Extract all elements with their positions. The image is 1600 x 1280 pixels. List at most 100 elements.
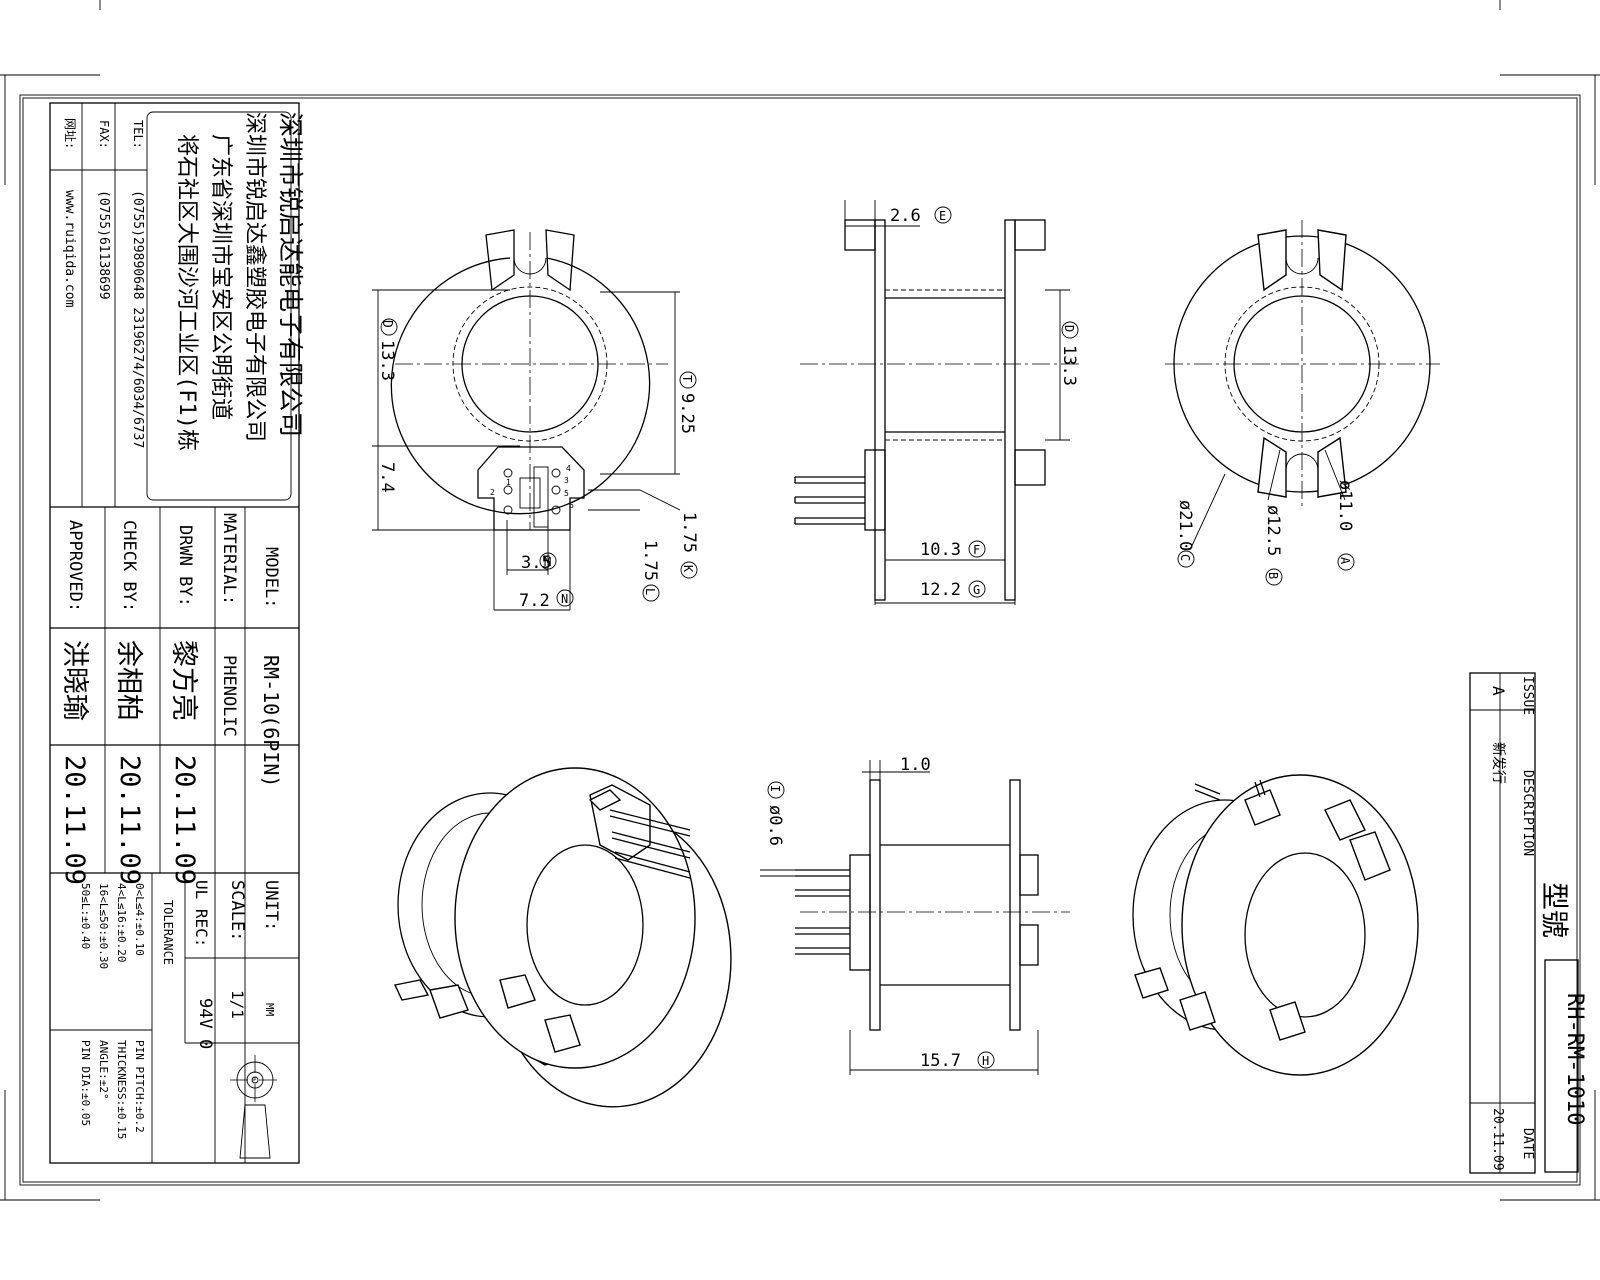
side-view: 2.6 E D 13.3 10.3 F 12.2 G bbox=[794, 200, 1080, 605]
svg-text:1.75: 1.75 bbox=[679, 512, 699, 553]
svg-text:ø12.5: ø12.5 bbox=[1263, 505, 1283, 556]
dim-n-72: 7.2 N bbox=[519, 589, 574, 611]
pin-5: 5 bbox=[564, 489, 569, 498]
svg-text:E: E bbox=[939, 209, 946, 223]
unit-label: UNIT: bbox=[261, 880, 281, 931]
pin-3: 3 bbox=[564, 476, 569, 485]
dim-i-06: I ø0.6 bbox=[765, 781, 785, 846]
material-value: PHENOLIC bbox=[219, 655, 239, 737]
svg-text:G: G bbox=[973, 583, 980, 597]
pin-4: 4 bbox=[566, 464, 571, 473]
tol-4: 50≤L:±0.40 bbox=[79, 883, 92, 949]
drwn-value: 黎方亮 bbox=[168, 640, 199, 721]
material-label: MATERIAL: bbox=[219, 513, 239, 605]
svg-text:13.3: 13.3 bbox=[1059, 345, 1079, 386]
inner-frame bbox=[22, 97, 1578, 1183]
type-label: 型號 bbox=[1538, 882, 1571, 938]
svg-text:N: N bbox=[561, 592, 568, 606]
company-address-1: 广东省深圳市宝安区公明街道 bbox=[208, 134, 233, 420]
desc-value: 新发行 bbox=[1490, 742, 1506, 784]
tel-label: TEL: bbox=[131, 120, 145, 149]
ul-label: UL REC: bbox=[192, 880, 211, 947]
outer-frame bbox=[19, 94, 1581, 1186]
dim-b-125: ø12.5 B bbox=[1263, 505, 1283, 586]
svg-text:1.75: 1.75 bbox=[640, 540, 660, 581]
scale-label: SCALE: bbox=[227, 880, 247, 941]
tol-3: 16<L≤50:±0.30 bbox=[97, 883, 110, 969]
iso-view-right bbox=[1132, 774, 1419, 1076]
svg-text:7.2: 7.2 bbox=[519, 591, 550, 611]
dim-h-157: 15.7 H bbox=[920, 1051, 995, 1071]
tol2-1: PIN PITCH:±0.2 bbox=[133, 1040, 146, 1133]
drwn-date: 20.11.09 bbox=[169, 755, 200, 885]
approved-value: 洪晓瑜 bbox=[59, 640, 90, 721]
projection-symbol bbox=[230, 1055, 280, 1159]
dim-d-side: D 13.3 bbox=[1059, 321, 1079, 386]
tol2-4: PIN DIA:±0.05 bbox=[79, 1040, 92, 1126]
web-label: 网址: bbox=[63, 118, 77, 149]
svg-text:L: L bbox=[643, 588, 657, 595]
company-name-2: 深圳市锐启达鑫塑胶电子有限公司 bbox=[242, 112, 267, 442]
web-value: www.ruiqida.com bbox=[62, 190, 77, 308]
iso-view-left bbox=[393, 767, 732, 1108]
fax-value: (0755)61138699 bbox=[96, 190, 111, 300]
revision-block: ISSUE A DESCRIPTION 新发行 DATE 20.11.09 型號… bbox=[1469, 672, 1587, 1174]
dim-1-0: 1.0 bbox=[900, 755, 931, 775]
svg-text:D: D bbox=[379, 320, 394, 328]
check-value: 余相柏 bbox=[113, 640, 144, 721]
dim-7-4: 7.4 bbox=[377, 462, 397, 493]
svg-text:13.3: 13.3 bbox=[377, 340, 397, 381]
dim-t-925: T 9.25 bbox=[677, 371, 697, 434]
issue-value: A bbox=[1489, 686, 1508, 696]
dim-l-175: 1.75 L bbox=[640, 540, 660, 602]
model-label: MODEL: bbox=[261, 547, 281, 608]
svg-text:H: H bbox=[982, 1054, 989, 1068]
bottom-view: 1.0 I ø0.6 15.7 H bbox=[760, 755, 1070, 1075]
front-view: 1 2 3 4 5 6 D 13.3 7.4 T 9.25 bbox=[372, 229, 699, 611]
tol2-2: THICKNESS:±0.15 bbox=[115, 1040, 128, 1139]
approved-date: 20.11.09 bbox=[59, 755, 90, 885]
company-box bbox=[146, 111, 292, 501]
svg-text:ø0.6: ø0.6 bbox=[765, 805, 785, 846]
scale-value: 1/1 bbox=[228, 990, 247, 1019]
tol-1: 0<L≤4:±0.10 bbox=[133, 883, 146, 956]
svg-text:M: M bbox=[544, 555, 551, 569]
approved-label: APPROVED: bbox=[65, 520, 85, 612]
pin-6: 6 bbox=[569, 501, 574, 510]
dim-e-26: 2.6 E bbox=[890, 206, 952, 226]
dim-m-35: 3.5 M bbox=[521, 552, 557, 573]
tol2-3: ANGLE:±2° bbox=[97, 1040, 110, 1100]
check-label: CHECK BY: bbox=[119, 520, 139, 612]
svg-text:A: A bbox=[1338, 557, 1352, 565]
dim-d-front: D 13.3 bbox=[377, 318, 398, 381]
title-block: 深圳市锐启达能电子有限公司 深圳市锐启达鑫塑胶电子有限公司 广东省深圳市宝安区公… bbox=[49, 102, 305, 1164]
part-number: RH-RM-1010 bbox=[1562, 993, 1587, 1125]
check-date: 20.11.09 bbox=[114, 755, 145, 885]
svg-text:B: B bbox=[1266, 572, 1280, 579]
fax-label: FAX: bbox=[97, 120, 111, 149]
svg-text:12.2: 12.2 bbox=[920, 580, 961, 600]
svg-text:I: I bbox=[768, 785, 782, 792]
tolerance-label: TOLERANCE bbox=[161, 900, 175, 965]
tel-value: (0755)29890648 23196274/6034/6737 bbox=[130, 190, 145, 448]
pin-1: 1 bbox=[506, 478, 511, 487]
date-value: 20.11.09 bbox=[1490, 1108, 1505, 1171]
company-name: 深圳市锐启达能电子有限公司 bbox=[276, 112, 305, 437]
svg-text:K: K bbox=[681, 565, 695, 573]
date-label: DATE bbox=[1520, 1128, 1535, 1159]
pin-2: 2 bbox=[490, 488, 495, 497]
model-value: RM-10(6PIN) bbox=[259, 655, 283, 787]
svg-text:15.7: 15.7 bbox=[920, 1051, 961, 1071]
desc-label: DESCRIPTION bbox=[1520, 770, 1535, 856]
svg-text:F: F bbox=[973, 543, 980, 557]
tol-2: 4<L≤16:±0.20 bbox=[115, 883, 128, 962]
back-view: ø21.0 C ø12.5 B ø11.0 A bbox=[1165, 220, 1440, 586]
svg-text:2.6: 2.6 bbox=[890, 206, 921, 226]
issue-label: ISSUE bbox=[1520, 676, 1535, 715]
unit-value: MM bbox=[263, 1003, 276, 1017]
dim-k-175: 1.75 K bbox=[679, 512, 699, 579]
svg-text:D: D bbox=[1062, 325, 1076, 332]
dim-a-110: ø11.0 A bbox=[1335, 480, 1355, 571]
svg-text:9.25: 9.25 bbox=[677, 393, 697, 434]
